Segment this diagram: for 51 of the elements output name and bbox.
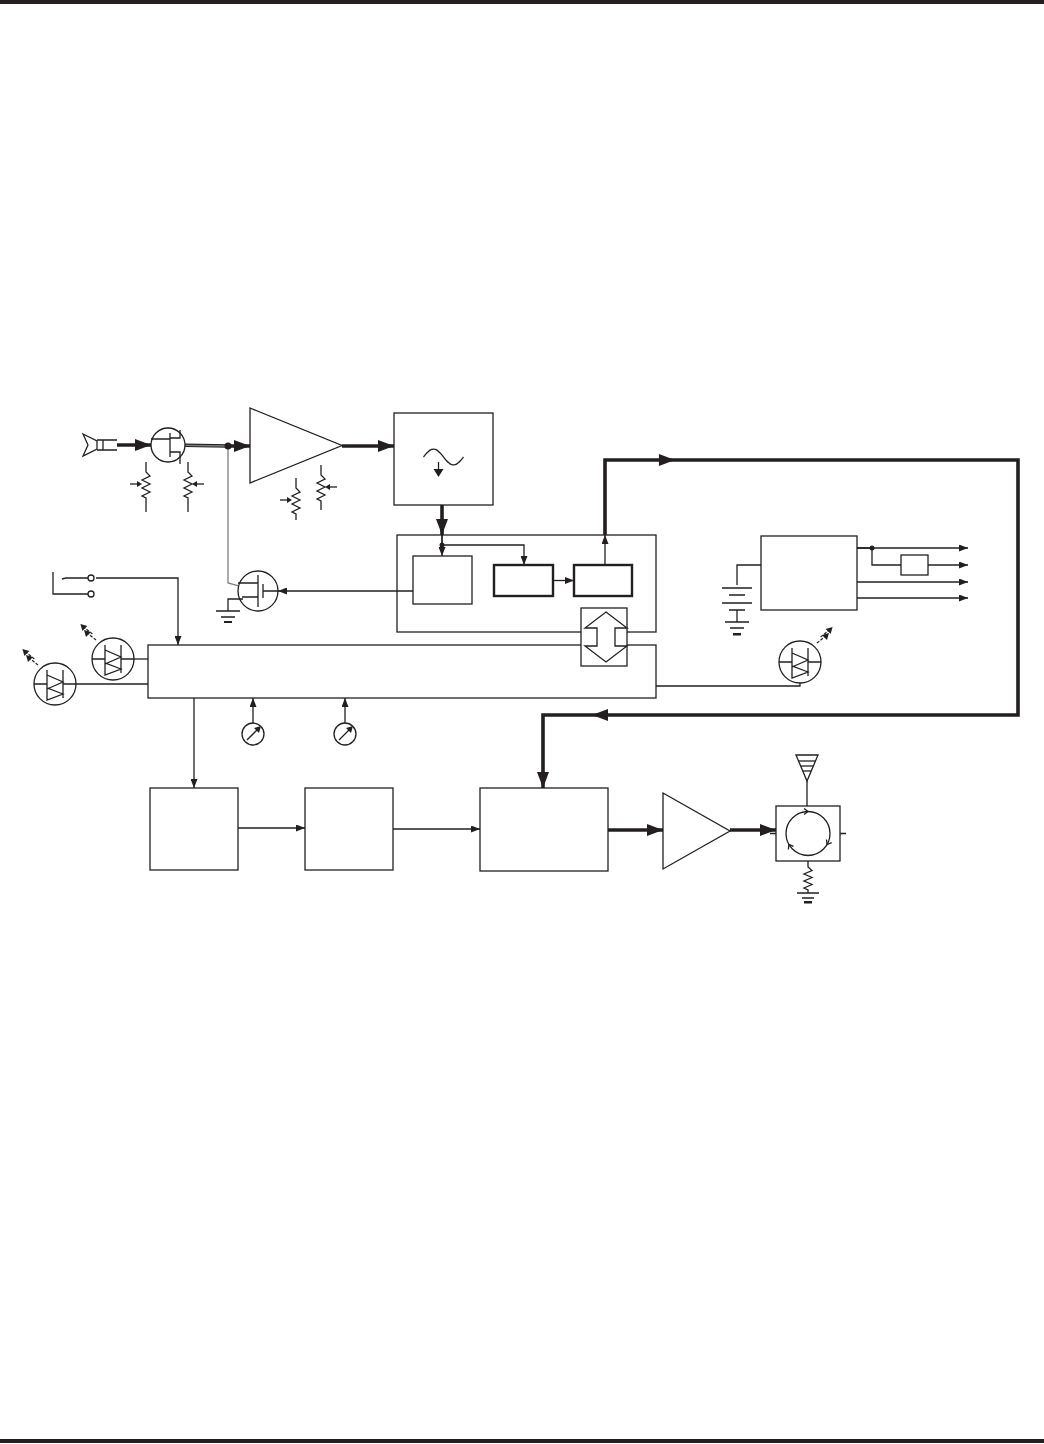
battery-symbol xyxy=(721,587,753,636)
arrow xyxy=(856,578,969,586)
arrow xyxy=(441,534,528,566)
connector-line xyxy=(184,444,240,587)
arrow xyxy=(342,440,394,452)
circulator-symbol xyxy=(769,805,847,862)
arrow xyxy=(190,697,198,789)
optocoupler-symbol xyxy=(22,649,77,706)
connector-line xyxy=(736,564,762,586)
transistor-symbol xyxy=(237,570,279,612)
optocoupler-symbol xyxy=(80,624,135,681)
meter-symbol xyxy=(333,722,357,746)
arrow xyxy=(392,825,481,833)
connector-line xyxy=(133,658,149,660)
transistor-symbol xyxy=(150,427,186,465)
antenna-symbol xyxy=(795,754,819,783)
arrow xyxy=(856,544,969,552)
microphone-symbol xyxy=(81,432,118,458)
arrow xyxy=(730,824,776,836)
arrow xyxy=(436,505,448,535)
switch-symbol xyxy=(52,571,95,598)
block-box xyxy=(149,787,239,871)
arrow xyxy=(249,697,257,724)
block-box xyxy=(304,787,394,871)
block-box xyxy=(492,563,555,598)
optocoupler-symbol xyxy=(778,627,833,684)
arrow xyxy=(927,561,969,569)
arrow xyxy=(237,824,306,832)
amplifier-triangle xyxy=(662,791,732,871)
connector-line xyxy=(655,682,801,687)
connector-line xyxy=(75,683,149,685)
arrow xyxy=(341,697,349,724)
block-box xyxy=(147,644,657,699)
arrow xyxy=(552,577,575,584)
filter-box xyxy=(393,412,494,506)
arrow xyxy=(184,440,250,452)
block-box xyxy=(412,555,473,605)
arrow xyxy=(856,594,969,602)
arrow xyxy=(277,587,414,595)
block-box xyxy=(479,787,609,872)
arrow xyxy=(601,534,609,566)
arrow xyxy=(95,577,182,646)
block-box xyxy=(572,563,634,598)
block-box xyxy=(900,554,929,576)
arrow xyxy=(117,439,151,451)
block-box xyxy=(396,534,657,633)
arrow xyxy=(608,824,663,836)
amplifier-triangle xyxy=(249,407,344,484)
connector-line xyxy=(806,780,808,807)
block-box xyxy=(760,535,858,611)
meter-symbol xyxy=(241,722,265,746)
